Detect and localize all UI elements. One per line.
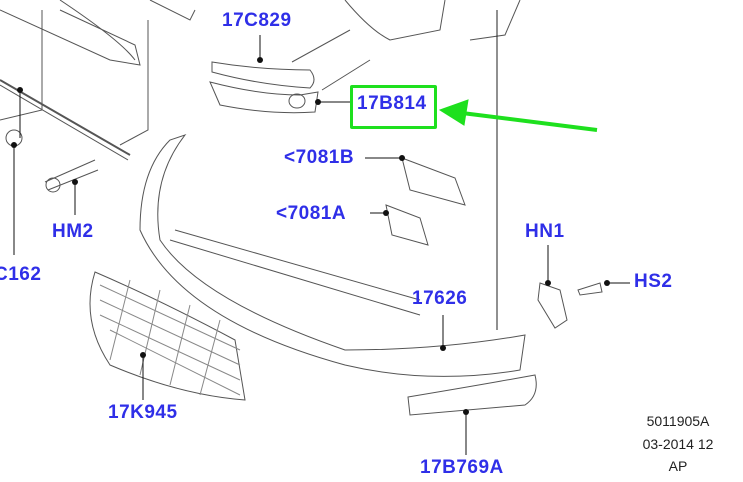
part-17b814 bbox=[209, 81, 319, 114]
screw-hs2 bbox=[577, 282, 603, 296]
reference-code: 5011905A bbox=[646, 413, 710, 429]
label-hn1[interactable]: HN1 bbox=[525, 221, 565, 242]
label-hm2[interactable]: HM2 bbox=[52, 221, 94, 242]
moulding-17b769a bbox=[407, 374, 537, 416]
label-hs2[interactable]: HS2 bbox=[634, 271, 673, 292]
label-17626[interactable]: 17626 bbox=[412, 288, 468, 309]
highlight-arrow bbox=[438, 99, 598, 132]
screw-hm2 bbox=[45, 177, 61, 193]
headlight-outline bbox=[344, 0, 446, 41]
reference-region: AP bbox=[668, 458, 688, 474]
label-17b814[interactable]: 17B814 bbox=[357, 93, 427, 114]
part-17c829 bbox=[211, 61, 315, 89]
label-17c829[interactable]: 17C829 bbox=[222, 10, 292, 31]
bracket-7081a bbox=[385, 204, 429, 246]
label-17b769a[interactable]: 17B769A bbox=[420, 457, 504, 478]
upper-grille-part bbox=[0, 9, 141, 66]
trim-strip bbox=[0, 79, 131, 156]
label-17k945[interactable]: 17K945 bbox=[108, 402, 178, 423]
label-7081a[interactable]: <7081A bbox=[276, 203, 347, 224]
bumper-17626 bbox=[139, 134, 526, 377]
highlight-box bbox=[350, 85, 437, 129]
bracket-7081b bbox=[401, 157, 466, 206]
nut-hn1 bbox=[537, 282, 568, 329]
label-c162[interactable]: C162 bbox=[0, 264, 42, 285]
reference-date: 03-2014 12 bbox=[642, 436, 714, 452]
grille-17k945 bbox=[89, 271, 246, 401]
label-7081b[interactable]: <7081B bbox=[284, 147, 355, 168]
